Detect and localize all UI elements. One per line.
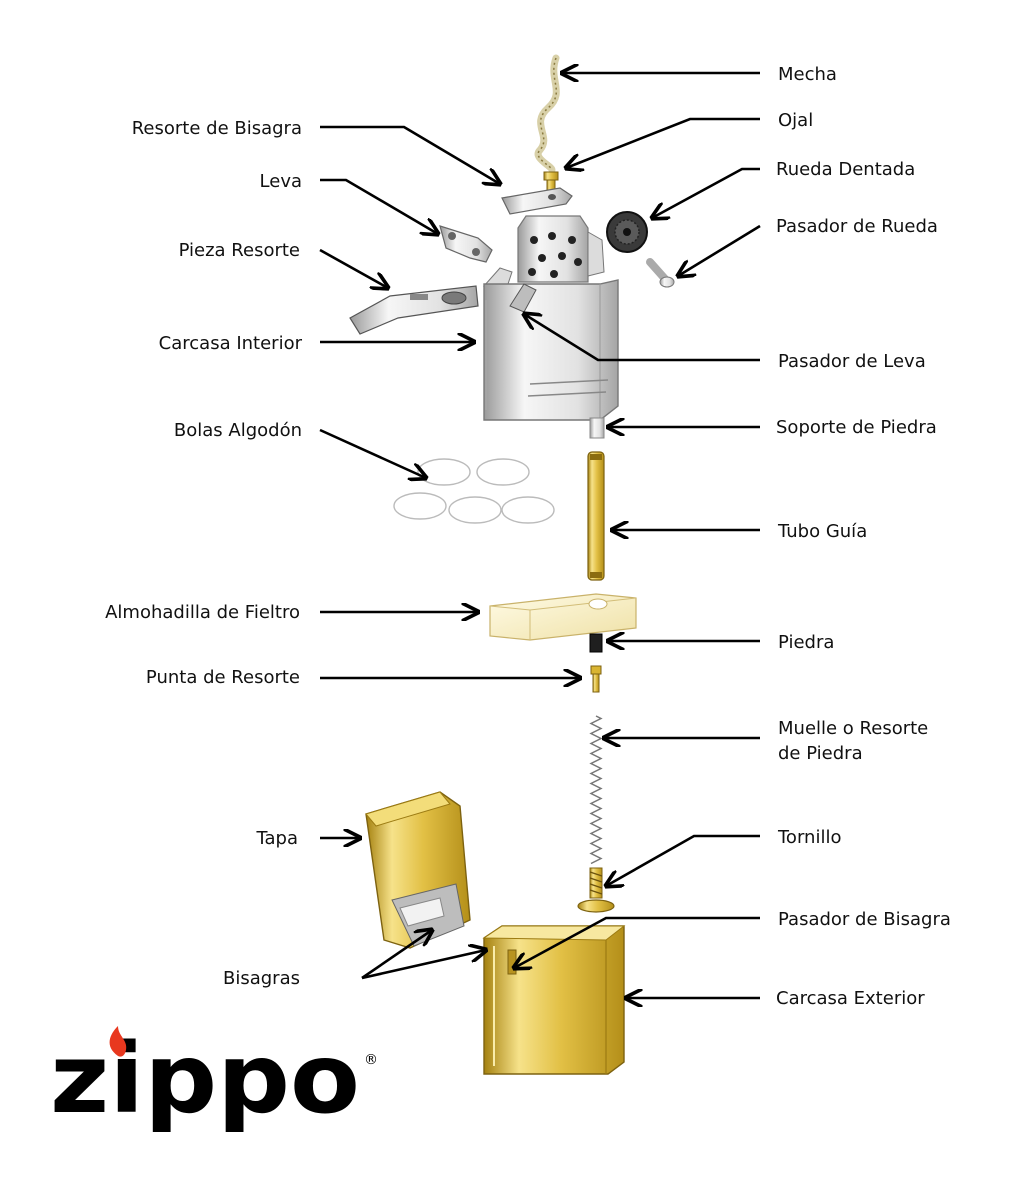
felt-pad-part <box>489 593 637 641</box>
label-pieza-resorte: Pieza Resorte <box>179 240 300 261</box>
labels-right: Mecha Ojal Rueda Dentada Pasador de Rued… <box>776 64 951 1009</box>
label-mecha: Mecha <box>778 64 837 85</box>
labels-left: Resorte de Bisagra Leva Pieza Resorte Ca… <box>105 118 303 989</box>
label-tapa: Tapa <box>255 828 298 849</box>
pointer-arrows <box>319 73 761 998</box>
label-resorte-bisagra: Resorte de Bisagra <box>132 118 302 139</box>
label-ojal: Ojal <box>778 110 813 131</box>
eyelet-part <box>543 171 559 191</box>
label-carcasa-exterior: Carcasa Exterior <box>776 988 925 1009</box>
wick-part <box>534 54 560 174</box>
label-soporte-piedra: Soporte de Piedra <box>776 417 937 438</box>
label-tubo-guia: Tubo Guía <box>777 521 867 542</box>
inner-case-part <box>483 215 619 421</box>
label-pasador-rueda: Pasador de Rueda <box>776 216 938 237</box>
cam-part <box>439 225 493 263</box>
label-carcasa-interior: Carcasa Interior <box>159 333 303 354</box>
zippo-logo: zippo ® <box>50 1023 378 1135</box>
flame-icon <box>109 1026 127 1057</box>
outer-case-part <box>482 925 626 1075</box>
screw-part <box>577 867 615 913</box>
label-muelle-line1: Muelle o Resorte <box>778 718 928 739</box>
registered-mark: ® <box>364 1052 378 1068</box>
label-pasador-bisagra: Pasador de Bisagra <box>778 909 951 930</box>
flint-spring-part <box>589 715 603 865</box>
label-muelle-line2: de Piedra <box>778 743 863 764</box>
cotton-balls-part <box>393 458 555 524</box>
lid-part <box>365 791 471 949</box>
label-piedra: Piedra <box>778 632 834 653</box>
cam-spring-part <box>349 285 479 335</box>
label-punta-resorte: Punta de Resorte <box>146 667 300 688</box>
label-almohadilla-fieltro: Almohadilla de Fieltro <box>105 602 300 623</box>
label-tornillo: Tornillo <box>777 827 841 848</box>
flint-part <box>589 633 603 653</box>
spring-tip-part <box>590 665 602 693</box>
flint-holder-part <box>589 417 605 439</box>
flint-wheel-part <box>606 211 648 253</box>
flint-tube-part <box>587 451 605 581</box>
label-rueda-dentada: Rueda Dentada <box>776 159 915 180</box>
wheel-rivet-part <box>646 258 675 288</box>
label-pasador-leva: Pasador de Leva <box>778 351 926 372</box>
hinge-spring-part <box>501 187 573 215</box>
label-bolas-algodon: Bolas Algodón <box>174 420 302 441</box>
label-bisagras: Bisagras <box>223 968 300 989</box>
label-leva: Leva <box>260 171 302 192</box>
logo-wordmark: zippo <box>50 1023 360 1135</box>
